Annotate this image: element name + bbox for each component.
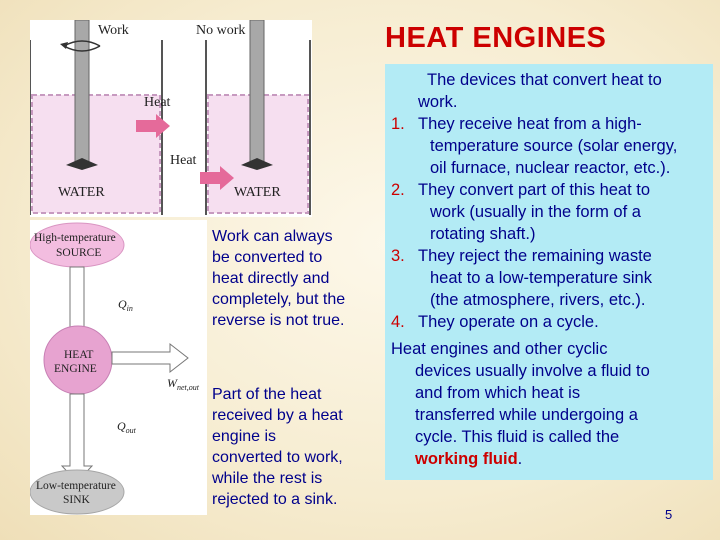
closing-post: .	[517, 450, 523, 468]
slide-title: HEAT ENGINES	[385, 22, 607, 54]
item-line: They receive heat from a high-	[418, 115, 642, 133]
q-out-sub: out	[126, 426, 137, 435]
closing-line-last: working fluid.	[415, 448, 522, 470]
item-number: 3.	[391, 247, 405, 265]
item-line: rotating shaft.)	[430, 225, 536, 243]
intro-line: work.	[418, 93, 458, 111]
engine-line2: ENGINE	[54, 363, 97, 375]
q-in-sub: in	[127, 304, 133, 313]
caption-line: converted to work,	[212, 449, 343, 466]
caption-line: while the rest is	[212, 470, 323, 487]
heat-engine-diagram: High-temperature SOURCE Qin HEAT ENGINE …	[29, 220, 207, 515]
item-line: heat to a low-temperature sink	[430, 269, 652, 287]
page-number: 5	[665, 507, 673, 522]
item-line: (the atmosphere, rivers, etc.).	[430, 291, 646, 309]
w-net: W	[167, 376, 178, 390]
item-number: 4.	[391, 313, 405, 331]
closing-line: Heat engines and other cyclic	[391, 340, 608, 358]
work-heat-figure: Work No work Heat Heat WATER WATER	[29, 19, 312, 217]
sink-line2: SINK	[63, 494, 91, 506]
source-line2: SOURCE	[56, 247, 101, 259]
source-line1: High-temperature	[34, 232, 116, 244]
item-line: They operate on a cycle.	[418, 313, 599, 331]
item-line: oil furnace, nuclear reactor, etc.).	[430, 159, 671, 177]
engine-line1: HEAT	[64, 349, 93, 361]
item-line: temperature source (solar energy,	[430, 137, 678, 155]
item-line: work (usually in the form of a	[430, 203, 641, 221]
svg-text:Wnet,out: Wnet,out	[167, 376, 200, 392]
closing-line: transferred while undergoing a	[415, 406, 638, 424]
item-number: 2.	[391, 181, 405, 199]
working-fluid-term: working fluid	[415, 450, 518, 468]
q-out: Q	[117, 419, 126, 433]
intro-line: The devices that convert heat to	[427, 71, 662, 89]
label-water-1: WATER	[58, 185, 105, 200]
svg-text:Qin: Qin	[118, 297, 133, 313]
closing-line: cycle. This fluid is called the	[415, 428, 620, 446]
body-text-box: The devices that convert heat to work. 1…	[385, 64, 713, 480]
sink-line1: Low-temperature	[36, 480, 116, 492]
svg-text:Qout: Qout	[117, 419, 137, 435]
caption-line: engine is	[212, 428, 277, 445]
label-heat-2: Heat	[170, 153, 197, 168]
caption-line: reverse is not true.	[212, 312, 345, 329]
caption-line: Work can always	[212, 228, 333, 245]
label-no-work: No work	[196, 23, 245, 38]
item-line: They reject the remaining waste	[418, 247, 652, 265]
caption-line: Part of the heat	[212, 386, 322, 403]
caption-work-to-heat: Work can always be converted to heat dir…	[212, 226, 345, 331]
caption-line: be converted to	[212, 249, 323, 266]
caption-heat-engine: Part of the heat received by a heat engi…	[212, 384, 343, 510]
caption-line: received by a heat	[212, 407, 343, 424]
caption-line: heat directly and	[212, 270, 330, 287]
label-heat-1: Heat	[144, 95, 171, 110]
closing-line: and from which heat is	[415, 384, 581, 402]
w-net-sub: net,out	[177, 383, 200, 392]
closing-line: devices usually involve a fluid to	[415, 362, 650, 380]
item-line: They convert part of this heat to	[418, 181, 651, 199]
q-in: Q	[118, 297, 127, 311]
item-number: 1.	[391, 115, 405, 133]
caption-line: completely, but the	[212, 291, 346, 308]
caption-line: rejected to a sink.	[212, 491, 338, 508]
label-water-2: WATER	[234, 185, 281, 200]
label-work: Work	[98, 23, 129, 38]
